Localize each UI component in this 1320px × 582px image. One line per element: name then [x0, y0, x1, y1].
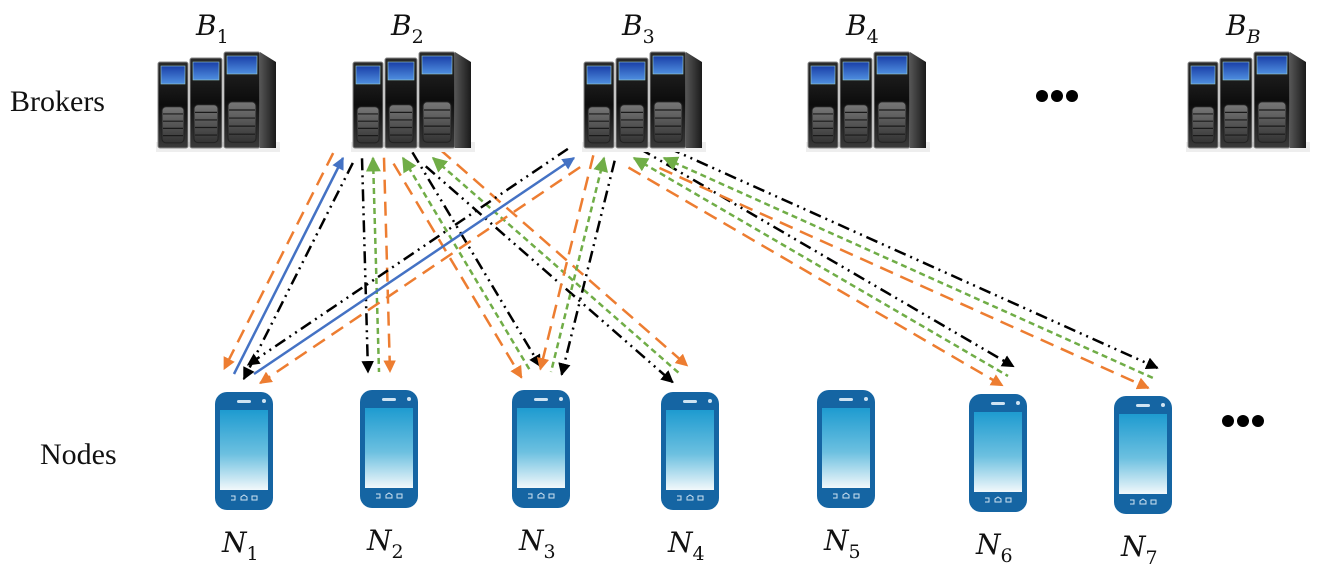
smartphone-icon [661, 392, 719, 510]
more-nodes-ellipsis-icon [1222, 415, 1264, 427]
node-n4: N4 [661, 392, 719, 565]
server-rack-icon [156, 51, 280, 152]
node-n7: N7 [1114, 396, 1172, 569]
broker-label: B2 [390, 9, 424, 48]
nodes-row-label: Nodes [40, 438, 117, 471]
broker-label: BB [1225, 9, 1261, 48]
brokers-row-label: Brokers [10, 85, 105, 118]
server-rack-icon [806, 51, 930, 152]
smartphone-icon [1114, 396, 1172, 514]
broker-b1: B1 [156, 9, 280, 152]
nodes-layer: N1 N2 N3 N4 N5 N6 N7 [215, 390, 1172, 569]
edge-b3-n1-blue [253, 156, 576, 376]
node-label: N5 [823, 524, 861, 563]
edge-b2-n2-black [360, 158, 374, 374]
smartphone-icon [360, 390, 418, 508]
edge-b3-n7-black [668, 146, 1159, 370]
node-label: N4 [667, 526, 705, 565]
node-label: N2 [366, 524, 404, 563]
edge-b2-n3-green [401, 156, 533, 373]
broker-label: B4 [845, 9, 879, 48]
broker-b2: B2 [351, 9, 475, 152]
smartphone-icon [817, 390, 875, 508]
edge-b3-n3-orange [536, 155, 595, 371]
edge-b3-n1-black [246, 147, 569, 366]
node-n3: N3 [512, 390, 570, 563]
edge-b3-n1-orange [259, 166, 581, 385]
edge-b2-n1-black [242, 162, 354, 381]
edge-b2-n3-orange [392, 163, 523, 379]
edge-b3-n6-orange [627, 166, 1004, 387]
edge-b2-n2-green [365, 156, 381, 373]
broker-b3: B3 [582, 9, 706, 152]
edge-b2-n2-orange [382, 157, 396, 373]
smartphone-icon [512, 390, 570, 508]
edge-b2-n4-black [424, 165, 674, 384]
edge-b2-n1-orange [223, 152, 335, 371]
edge-b3-n3-black [558, 160, 616, 376]
edge-b3-n6-black [638, 147, 1015, 368]
broker-label: B1 [195, 9, 229, 48]
server-rack-icon [351, 51, 475, 152]
edges-layer [223, 146, 1159, 390]
node-label: N6 [975, 528, 1013, 567]
brokers-layer: B1 B2 B3 B4 BB [156, 9, 1310, 152]
node-label: N3 [518, 524, 556, 563]
smartphone-icon [969, 394, 1027, 512]
server-rack-icon [1186, 51, 1310, 152]
node-n2: N2 [360, 390, 418, 563]
edge-b3-n6-green [632, 156, 1009, 378]
edge-b2-n4-orange [439, 148, 689, 367]
broker-label: B3 [621, 9, 655, 48]
edge-b2-n4-green [431, 157, 681, 375]
more-brokers-ellipsis-icon [1036, 90, 1078, 102]
edge-b3-n3-green [549, 156, 609, 373]
server-rack-icon [582, 51, 706, 152]
broker-b4: B4 [806, 9, 930, 152]
node-n5: N5 [817, 390, 875, 563]
node-n1: N1 [215, 392, 273, 565]
broker-bb: BB [1186, 9, 1310, 152]
node-label: N7 [1120, 530, 1158, 569]
edge-b3-n7-orange [658, 166, 1150, 390]
node-label: N1 [221, 526, 259, 565]
edge-b3-n7-green [662, 156, 1154, 380]
edge-b2-n3-black [411, 151, 542, 368]
node-n6: N6 [969, 394, 1027, 567]
smartphone-icon [215, 392, 273, 510]
edge-b2-n1-blue [232, 156, 345, 375]
